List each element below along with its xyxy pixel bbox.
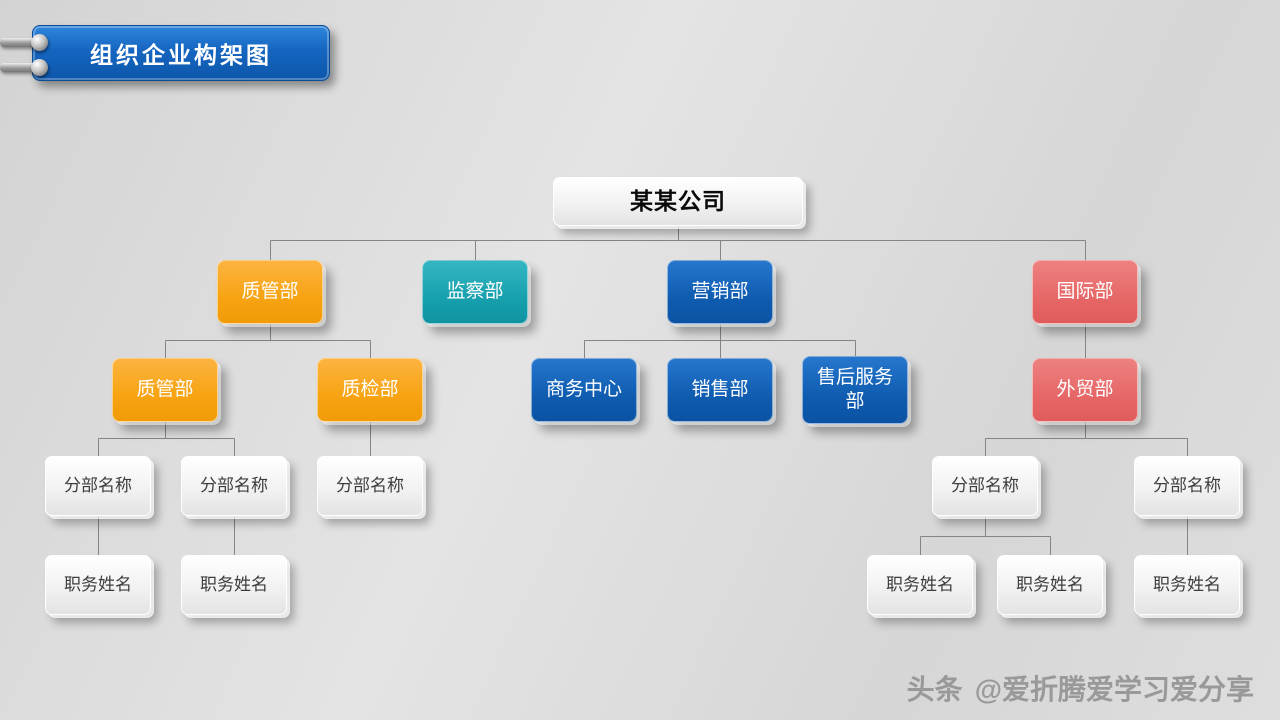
node-dept-marketing: 营销部 [667, 260, 773, 324]
node-dept-supervision: 监察部 [422, 260, 528, 324]
node-sub-sales: 销售部 [667, 358, 773, 422]
node-position-3: 职务姓名 [867, 555, 973, 615]
node-dept-international: 国际部 [1032, 260, 1138, 324]
node-root-company: 某某公司 [553, 177, 803, 226]
node-sub-quality-mgmt: 质管部 [112, 358, 218, 422]
node-division-3: 分部名称 [317, 456, 423, 516]
node-position-4: 职务姓名 [997, 555, 1103, 615]
title-badge: 组织企业构架图 [32, 25, 330, 81]
node-sub-business-center: 商务中心 [531, 358, 637, 422]
node-sub-after-sales-service: 售后服务部 [802, 356, 908, 424]
node-division-2: 分部名称 [181, 456, 287, 516]
pin-icon [0, 34, 54, 51]
node-position-2: 职务姓名 [181, 555, 287, 615]
node-position-5: 职务姓名 [1134, 555, 1240, 615]
node-position-1: 职务姓名 [45, 555, 151, 615]
node-sub-foreign-trade: 外贸部 [1032, 358, 1138, 422]
watermark-brand: 头条 [906, 674, 963, 705]
node-dept-quality: 质管部 [217, 260, 323, 324]
page-title: 组织企业构架图 [90, 42, 272, 68]
watermark: 头条 @爱折腾爱学习爱分享 [907, 668, 1254, 708]
node-division-4: 分部名称 [932, 456, 1038, 516]
node-division-5: 分部名称 [1134, 456, 1240, 516]
node-division-1: 分部名称 [45, 456, 151, 516]
node-sub-quality-inspection: 质检部 [317, 358, 423, 422]
pin-icon [0, 59, 54, 76]
watermark-handle: @爱折腾爱学习爱分享 [974, 674, 1254, 705]
